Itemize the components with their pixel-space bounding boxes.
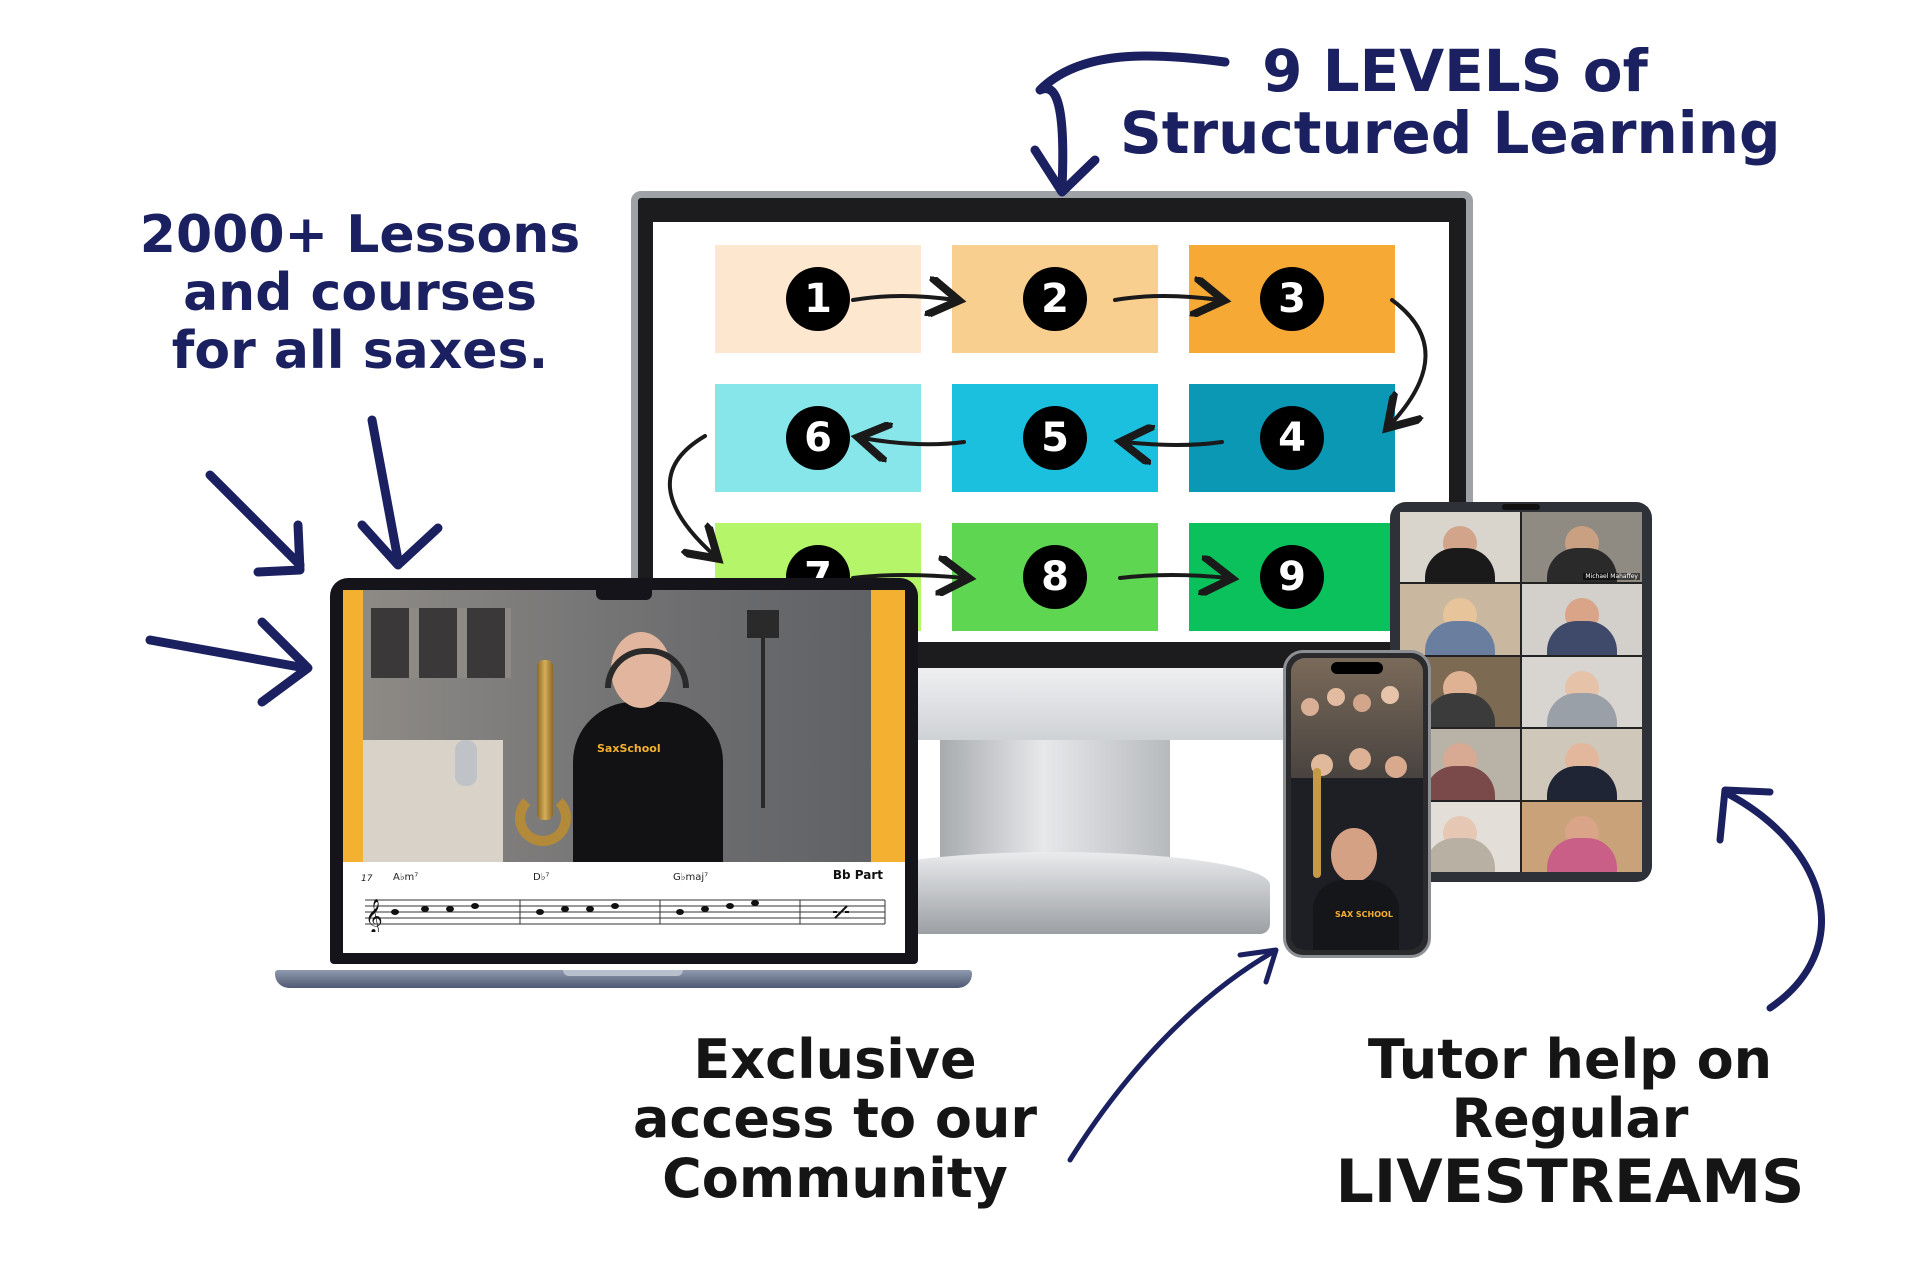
- community-callout-line-1: Exclusive: [693, 1028, 977, 1091]
- livestreams-callout: Tutor help on Regular LIVESTREAMS: [1310, 1030, 1830, 1215]
- lessons-callout-line-1: 2000+ Lessons: [139, 205, 581, 265]
- community-arrow: [1067, 949, 1276, 1163]
- tablet-camera: [1502, 504, 1540, 510]
- flow-arrow-7-8: [851, 575, 965, 578]
- level-number-4: 4: [1260, 406, 1324, 470]
- call-participant-3[interactable]: [1400, 584, 1520, 655]
- levels-callout: 9 LEVELS of Structured Learning: [1120, 37, 1781, 167]
- acoustic-panels: [371, 608, 511, 678]
- tutor-figure: SaxSchool: [573, 702, 723, 862]
- sofa: [363, 740, 503, 862]
- level-number-8: 8: [1023, 545, 1087, 609]
- flow-arrow-4-5: [1125, 442, 1224, 445]
- repeat-bar-icon: [833, 905, 849, 919]
- level-box-4: 4: [1189, 384, 1395, 492]
- flow-arrow-6-7: [668, 434, 715, 556]
- lessons-arrow-2: [367, 415, 403, 565]
- livestreams-callout-line-2: Regular: [1451, 1087, 1689, 1151]
- level-number-2: 2: [1023, 267, 1087, 331]
- crowd-photo: SAX SCHOOL: [1291, 658, 1423, 950]
- flow-arrow-1-2: [851, 296, 955, 300]
- camera-tripod: [743, 610, 783, 810]
- level-box-1: 1: [715, 245, 921, 353]
- treble-clef-icon: 𝄞: [365, 899, 383, 932]
- saxophone: [515, 660, 575, 850]
- level-box-3: 3: [1189, 245, 1395, 353]
- level-number-5: 5: [1023, 406, 1087, 470]
- call-participant-2[interactable]: Michael Mahaffey: [1522, 512, 1642, 583]
- participant-name-label: Michael Mahaffey: [1583, 573, 1640, 581]
- lessons-arrow-2-head: [357, 520, 443, 570]
- chord-symbol-3: G♭maj⁷: [673, 872, 709, 883]
- bar-number: 17: [361, 874, 373, 884]
- music-staff: 𝄞: [365, 899, 886, 932]
- shirt-logo: SaxSchool: [597, 742, 661, 755]
- phone-notch: [1331, 662, 1383, 674]
- call-participant-1[interactable]: [1400, 512, 1520, 583]
- chord-symbol-2: D♭⁷: [533, 872, 550, 883]
- flow-arrow-5-6: [862, 438, 966, 444]
- flow-arrow-2-3: [1113, 296, 1220, 300]
- sheet-music: 17 A♭m⁷ D♭⁷ G♭maj⁷ Bb Part 𝄞: [343, 862, 905, 953]
- laptop-screen: SaxSchool 17 A♭m⁷ D♭⁷ G♭maj⁷ Bb Part: [343, 590, 905, 953]
- livestreams-callout-line-3: LIVESTREAMS: [1335, 1146, 1805, 1217]
- video-accent-right: [871, 590, 905, 862]
- lessons-arrow-3: [145, 635, 310, 673]
- levels-callout-line-2: Structured Learning: [1120, 99, 1781, 167]
- phone-screen: SAX SCHOOL: [1291, 658, 1423, 950]
- community-arrow-head: [1237, 947, 1279, 985]
- levels-callout-line-1: 9 LEVELS of: [1262, 37, 1648, 105]
- level-number-9: 9: [1260, 545, 1324, 609]
- video-call-grid: Michael Mahaffey: [1400, 512, 1642, 872]
- call-participant-6[interactable]: [1522, 656, 1642, 728]
- lessons-arrow-3-head: [257, 617, 313, 707]
- lesson-video[interactable]: SaxSchool: [343, 590, 905, 862]
- lessons-arrow-1-head: [253, 520, 305, 577]
- livestreams-callout-line-1: Tutor help on: [1367, 1028, 1773, 1091]
- community-callout: Exclusive access to our Community: [610, 1028, 1060, 1210]
- community-callout-line-2: access to our: [632, 1087, 1038, 1151]
- level-number-1: 1: [786, 267, 850, 331]
- flow-arrow-3-4: [1390, 298, 1428, 425]
- levels-arrow: [1035, 51, 1230, 193]
- call-participant-8[interactable]: [1522, 729, 1642, 800]
- laptop-camera-notch: [596, 590, 652, 600]
- level-number-6: 6: [786, 406, 850, 470]
- laptop-base: [275, 970, 972, 988]
- chord-symbol-1: A♭m⁷: [393, 872, 419, 883]
- call-participant-10[interactable]: [1522, 801, 1642, 872]
- level-box-5: 5: [952, 384, 1158, 492]
- community-callout-line-3: Community: [662, 1146, 1008, 1210]
- call-participant-4[interactable]: [1522, 584, 1642, 655]
- level-box-9: 9: [1189, 523, 1395, 631]
- lessons-callout: 2000+ Lessons and courses for all saxes.: [120, 206, 600, 381]
- level-box-2: 2: [952, 245, 1158, 353]
- livestream-arrow-head: [1716, 786, 1774, 844]
- monitor-stand-neck: [940, 738, 1170, 866]
- level-box-8: 8: [952, 523, 1158, 631]
- levels-arrow-head: [1030, 145, 1100, 197]
- part-label: Bb Part: [832, 868, 883, 882]
- livestream-arrow: [1726, 791, 1825, 1012]
- laptop-base-lip: [563, 970, 683, 976]
- lessons-arrow-1: [205, 470, 305, 570]
- level-number-3: 3: [1260, 267, 1324, 331]
- microphone: [455, 740, 477, 786]
- flow-arrow-8-9: [1118, 575, 1228, 578]
- lessons-callout-line-2: and courses: [183, 263, 537, 324]
- phone-shirt-logo: SAX SCHOOL: [1335, 910, 1393, 919]
- lessons-callout-line-3: for all saxes.: [171, 321, 549, 382]
